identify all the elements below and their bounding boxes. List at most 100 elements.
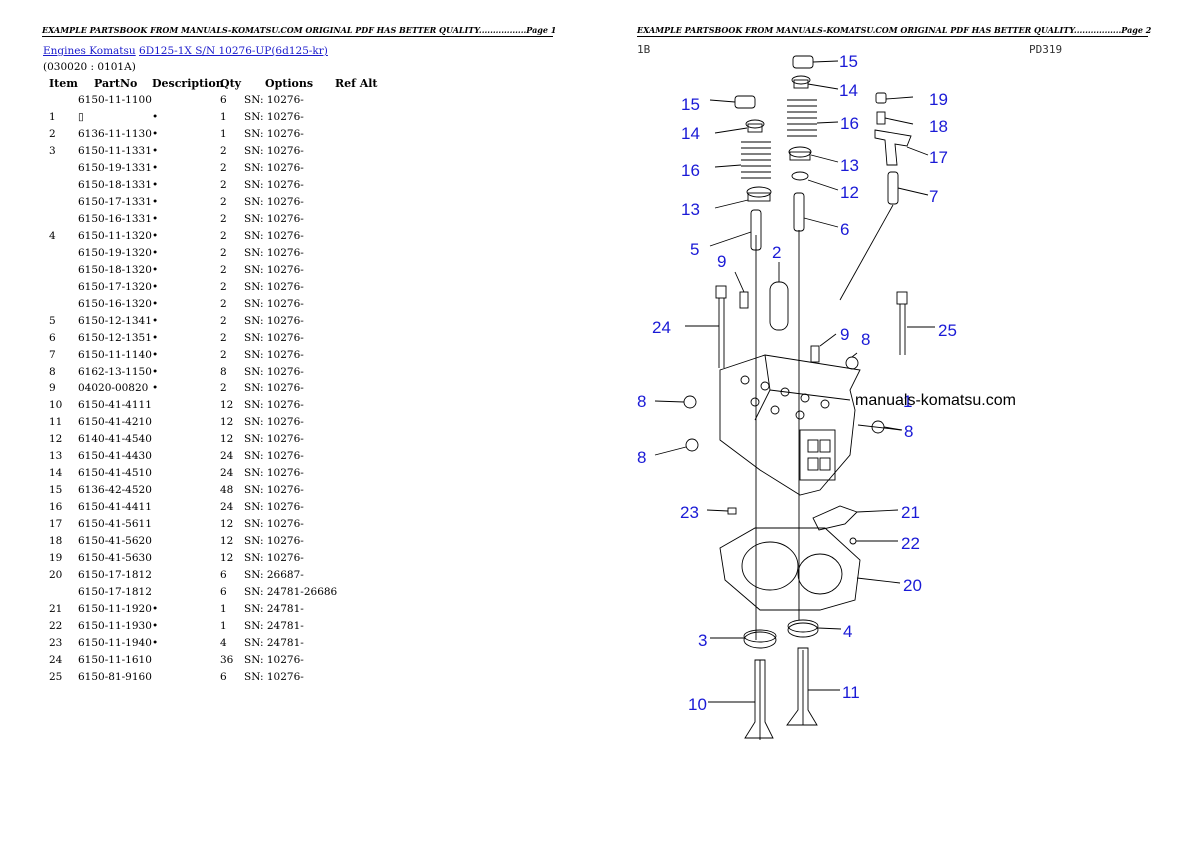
options-cell: SN: 10276- — [244, 263, 304, 276]
figure-corner-label: 1B — [637, 43, 651, 56]
options-cell: SN: 10276- — [244, 552, 304, 565]
options-cell: SN: 10276- — [244, 501, 304, 514]
qty-cell: 36 — [220, 654, 234, 666]
options-cell: SN: 10276- — [244, 280, 304, 293]
callout-14-left: 14 — [681, 124, 700, 143]
partno-cell: 6150-16-1331 — [78, 212, 152, 225]
options-cell: SN: 10276- — [244, 178, 304, 191]
options-cell: SN: 10276- — [244, 110, 304, 123]
item-cell: 4 — [49, 229, 56, 242]
callout-3: 3 — [698, 631, 707, 650]
callout-8-top: 8 — [861, 330, 870, 349]
options-cell: SN: 10276- — [244, 161, 304, 174]
description-cell: • — [152, 280, 159, 293]
item-cell: 9 — [49, 382, 56, 395]
callout-15-top: 15 — [839, 52, 858, 71]
qty-cell: 2 — [220, 195, 227, 208]
qty-cell: 2 — [220, 331, 227, 344]
qty-cell: 2 — [220, 382, 227, 395]
qty-cell: 2 — [220, 161, 227, 174]
item-cell: 20 — [49, 569, 63, 582]
description-cell: • — [152, 178, 159, 191]
partno-cell: 6150-41-4111 — [78, 399, 152, 412]
description-cell: • — [152, 620, 159, 633]
qty-cell: 12 — [220, 416, 234, 429]
qty-cell: 1 — [220, 110, 227, 123]
qty-cell: 2 — [220, 246, 227, 259]
options-cell: SN: 24781- — [244, 620, 304, 633]
partno-cell: 6150-11-1920 — [78, 603, 152, 616]
partno-cell: 6150-19-1331 — [78, 161, 152, 174]
callout-23: 23 — [680, 503, 699, 522]
options-cell: SN: 10276- — [244, 365, 304, 378]
col-header-options: Options — [265, 77, 314, 90]
qty-cell: 2 — [220, 297, 227, 310]
qty-cell: 12 — [220, 433, 234, 446]
item-cell: 12 — [49, 433, 63, 446]
item-cell: 6 — [49, 331, 56, 344]
options-cell: SN: 10276- — [244, 144, 304, 157]
partno-cell: 6150-41-4510 — [78, 467, 152, 480]
callout-11: 11 — [842, 683, 860, 702]
qty-cell: 12 — [220, 518, 234, 531]
partno-cell: 6150-11-1100 — [78, 94, 152, 106]
item-cell: 17 — [49, 518, 63, 531]
item-cell: 5 — [49, 314, 56, 327]
qty-cell: 6 — [220, 569, 227, 582]
qty-cell: 1 — [220, 620, 227, 633]
partno-cell: 6150-18-1331 — [78, 178, 152, 191]
callout-12: 12 — [840, 183, 859, 202]
qty-cell: 6 — [220, 586, 227, 599]
partno-cell: 6150-11-1320 — [78, 229, 152, 242]
exploded-diagram: 1B PD319 15 14 16 13 5 15 14 16 13 12 6 … — [637, 43, 1062, 740]
col-header-qty: Qty — [220, 77, 242, 90]
item-cell: 1 — [49, 110, 56, 123]
callout-24: 24 — [652, 318, 671, 337]
qty-cell: 2 — [220, 178, 227, 191]
item-cell: 11 — [49, 416, 63, 429]
callout-9-right: 9 — [840, 325, 849, 344]
partno-cell: 6150-12-1341 — [78, 314, 152, 327]
figure-code: PD319 — [1029, 43, 1062, 56]
partno-cell: ▯ — [78, 110, 84, 123]
item-cell: 3 — [49, 144, 56, 157]
callout-6: 6 — [840, 220, 849, 239]
options-cell: SN: 10276- — [244, 94, 304, 106]
qty-cell: 12 — [220, 399, 234, 412]
callout-17: 17 — [929, 148, 948, 167]
partno-cell: 6162-13-1150 — [78, 365, 152, 378]
callout-13-left: 13 — [681, 200, 700, 219]
qty-cell: 4 — [220, 637, 227, 650]
callout-1: 1 — [903, 392, 912, 411]
model-link[interactable]: 6D125-1X S/N 10276-UP(6d125-kr) — [139, 45, 328, 57]
callout-15-left: 15 — [681, 95, 700, 114]
qty-cell: 2 — [220, 144, 227, 157]
item-cell: 10 — [49, 399, 63, 412]
qty-cell: 1 — [220, 603, 227, 616]
partno-cell: 6150-12-1351 — [78, 331, 152, 344]
brand-link[interactable]: Engines Komatsu — [43, 45, 136, 57]
options-cell: SN: 10276- — [244, 450, 304, 463]
item-cell: 14 — [49, 467, 63, 480]
options-cell: SN: 24781- — [244, 637, 304, 650]
callout-7: 7 — [929, 187, 938, 206]
callout-labels: 15 14 16 13 5 15 14 16 13 12 6 2 19 18 1… — [637, 52, 957, 714]
qty-cell: 2 — [220, 280, 227, 293]
description-cell: • — [152, 331, 159, 344]
callout-8-right: 8 — [904, 422, 913, 441]
callout-4: 4 — [843, 622, 852, 641]
options-cell: SN: 10276- — [244, 331, 304, 344]
callout-18: 18 — [929, 117, 948, 136]
callout-13-top: 13 — [840, 156, 859, 175]
col-header-ref-alt: Ref Alt — [335, 77, 378, 90]
options-cell: SN: 10276- — [244, 229, 304, 242]
callout-19: 19 — [929, 90, 948, 109]
description-cell: • — [152, 229, 159, 242]
options-cell: SN: 10276- — [244, 416, 304, 429]
partno-cell: 6150-11-1930 — [78, 620, 152, 633]
qty-cell: 48 — [220, 484, 234, 497]
qty-cell: 24 — [220, 450, 234, 463]
qty-cell: 2 — [220, 348, 227, 361]
callout-21: 21 — [901, 503, 920, 522]
qty-cell: 12 — [220, 552, 234, 565]
